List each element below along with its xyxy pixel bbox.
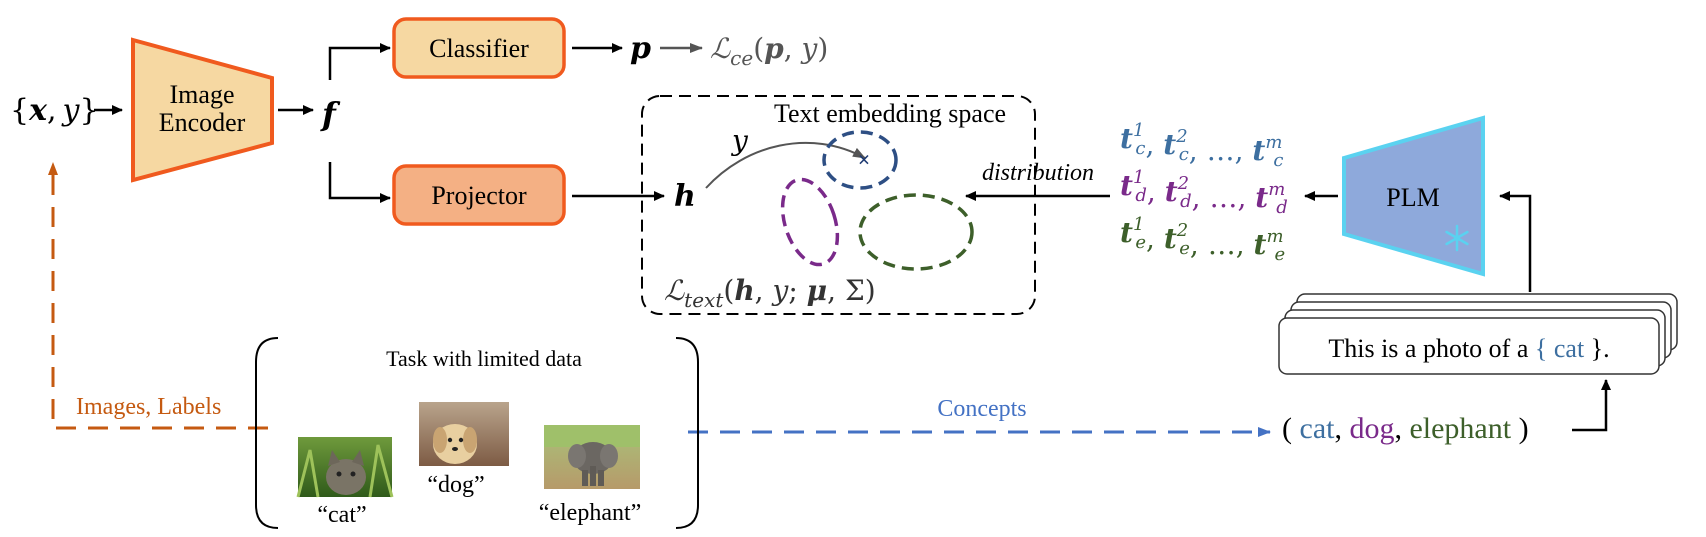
input-label: {x,y} (10, 93, 99, 128)
task-left-bracket (255, 337, 279, 529)
classifier-label: Classifier (429, 34, 529, 63)
concept-cluster-dog (780, 177, 840, 267)
arrow-f-to-projector (328, 162, 391, 203)
elephant-photo (544, 425, 640, 489)
prompt-card-stack (1278, 293, 1678, 375)
prompt-template: This is a photo of a { cat }. (1328, 334, 1609, 363)
plm-block (1342, 115, 1485, 277)
ce-loss: ℒce(p, y) (710, 32, 828, 70)
projector-block (392, 164, 566, 226)
concepts-caption: Concepts (937, 396, 1026, 422)
dog-image-label: “dog” (427, 472, 484, 498)
class-center-marker: × (858, 147, 871, 172)
task-title: Task with limited data (386, 346, 582, 371)
text-loss: ℒtext(h, y; μ, Σ) (664, 274, 876, 312)
images-labels-caption: Images, Labels (76, 394, 221, 420)
task-right-bracket (675, 337, 699, 529)
label-pull-curve (705, 141, 866, 189)
arrow-f-to-classifier (328, 43, 391, 80)
concepts-tuple: ( cat, dog, elephant ) (1282, 412, 1529, 445)
classifier-block (392, 17, 566, 79)
concept-cluster-cat (822, 130, 898, 190)
image-encoder-block (131, 37, 274, 183)
image-encoder-label-line1: Image (170, 80, 235, 109)
snowflake-icon (1445, 224, 1469, 252)
arrow-prompt-to-plm (1499, 191, 1532, 292)
image-encoder-label-line2: Encoder (159, 108, 246, 137)
arrow-concepts-to-prompt (1572, 379, 1611, 432)
distribution-label: distribution (982, 160, 1094, 186)
prediction-symbol: p (630, 31, 651, 66)
dog-photo (419, 402, 509, 466)
arrow-task-to-input (48, 162, 268, 430)
text-embedding-space-box (641, 95, 1036, 315)
label-y-symbol: y (730, 124, 749, 157)
concept-cluster-elephant (858, 193, 974, 271)
cat-photo (296, 437, 394, 498)
plm-label: PLM (1386, 183, 1439, 212)
projector-label: Projector (431, 181, 527, 210)
elephant-image-label: “elephant” (539, 500, 642, 526)
text-embedding-space-title: Text embedding space (774, 99, 1006, 128)
cat-image-label: “cat” (317, 502, 366, 528)
feature-symbol: f (320, 95, 341, 133)
embedding-h-symbol: h (674, 179, 696, 214)
